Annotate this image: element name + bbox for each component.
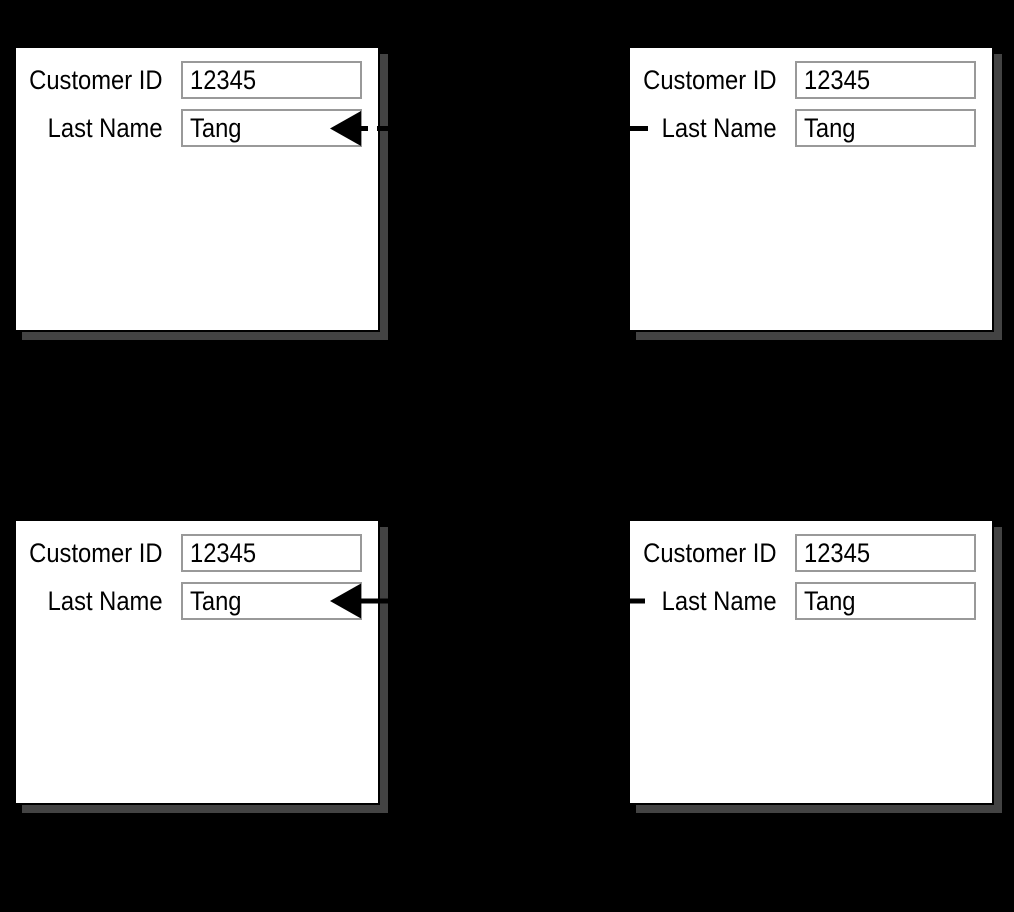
last-name-input[interactable]: Tang	[181, 582, 362, 620]
last-name-label: Last Name	[48, 112, 163, 143]
last-name-label: Last Name	[662, 585, 777, 616]
form-panel-bottom-right: Customer ID 12345 Last Name Tang	[628, 519, 994, 805]
customer-id-input[interactable]: 12345	[795, 61, 976, 99]
customer-id-input[interactable]: 12345	[181, 534, 362, 572]
customer-id-label: Customer ID	[643, 64, 777, 95]
form-panel-top-left: Customer ID 12345 Last Name Tang	[14, 46, 380, 332]
last-name-label: Last Name	[662, 112, 777, 143]
customer-id-label: Customer ID	[29, 64, 163, 95]
last-name-input[interactable]: Tang	[795, 109, 976, 147]
form-panel-top-right: Customer ID 12345 Last Name Tang	[628, 46, 994, 332]
customer-id-label: Customer ID	[29, 537, 163, 568]
last-name-input[interactable]: Tang	[181, 109, 362, 147]
form-panel-bottom-left: Customer ID 12345 Last Name Tang	[14, 519, 380, 805]
customer-id-input[interactable]: 12345	[181, 61, 362, 99]
last-name-input[interactable]: Tang	[795, 582, 976, 620]
last-name-label: Last Name	[48, 585, 163, 616]
customer-id-label: Customer ID	[643, 537, 777, 568]
customer-id-input[interactable]: 12345	[795, 534, 976, 572]
